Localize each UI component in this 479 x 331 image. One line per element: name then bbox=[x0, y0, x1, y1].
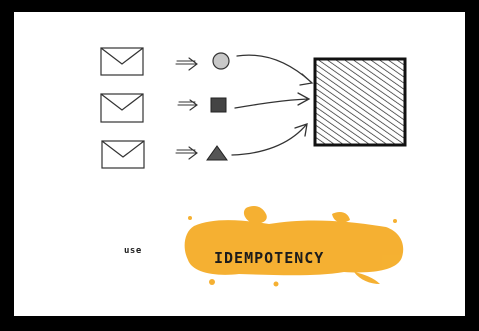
hatched-box-icon bbox=[313, 57, 407, 147]
idempotency-diagram bbox=[100, 47, 407, 287]
highlight-brush bbox=[184, 206, 404, 287]
square-icon bbox=[210, 97, 227, 113]
triangle-icon bbox=[206, 145, 228, 161]
arrow-right-icon bbox=[175, 146, 198, 160]
curved-arrow-icon bbox=[234, 92, 311, 109]
arrow-right-icon bbox=[177, 99, 198, 111]
envelope-icon bbox=[100, 47, 144, 76]
envelope-icon bbox=[100, 93, 144, 123]
circle-icon bbox=[212, 52, 230, 70]
caption-prefix: use bbox=[124, 246, 142, 256]
envelope-icon bbox=[101, 140, 145, 169]
curved-arrow-icon bbox=[231, 123, 308, 156]
arrow-right-icon bbox=[175, 57, 198, 71]
slide: use IDEMPOTENCY bbox=[14, 12, 465, 316]
curved-arrow-icon bbox=[236, 54, 314, 86]
caption-keyword: IDEMPOTENCY bbox=[214, 249, 325, 267]
